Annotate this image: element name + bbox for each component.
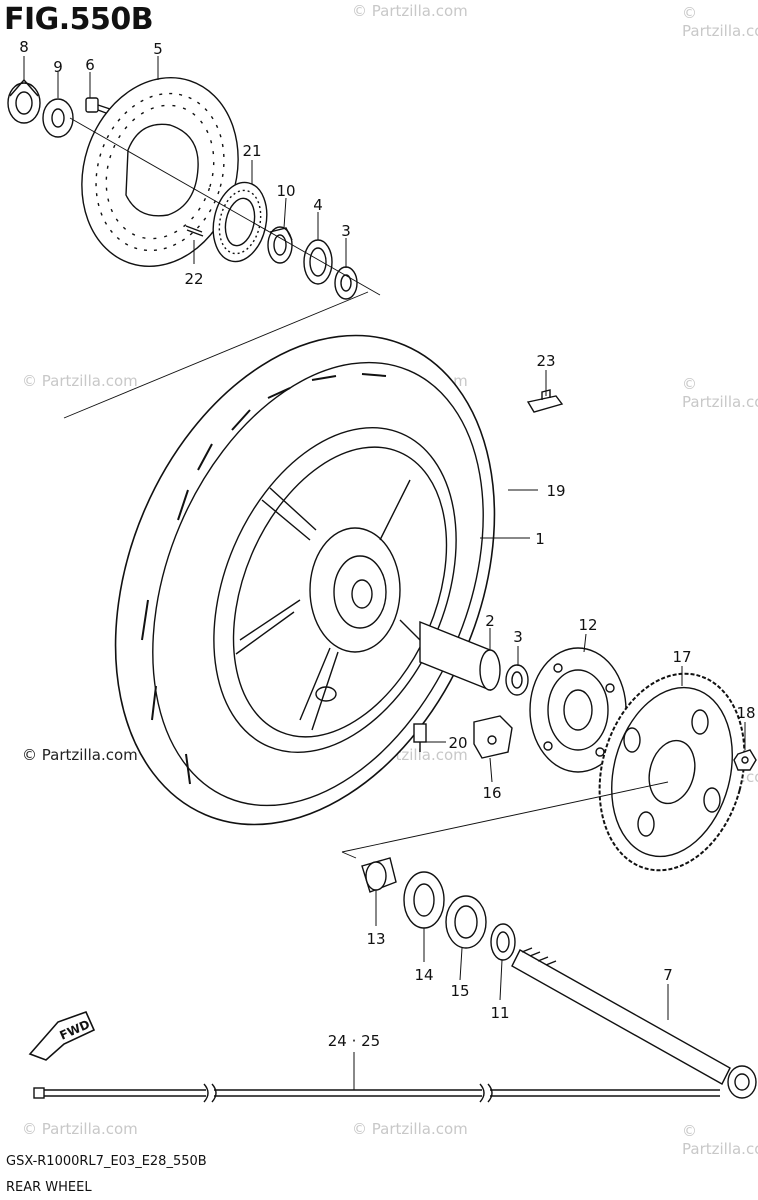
bearing-part-14 — [403, 871, 445, 929]
part-label-6: 6 — [85, 56, 95, 74]
diagram-title: REAR WHEEL — [6, 1180, 92, 1195]
part-label-22: 22 — [184, 270, 203, 288]
part-label-11: 11 — [490, 1004, 509, 1022]
nut-part-8 — [7, 78, 41, 124]
part-label-7: 7 — [663, 966, 673, 984]
watermark: © Partzilla.com — [22, 1120, 138, 1138]
part-label-12: 12 — [578, 616, 597, 634]
watermark: © Partzilla.com — [22, 372, 138, 390]
seal-part-3b — [505, 664, 529, 696]
watermark: © Partzilla.com — [352, 2, 468, 20]
watermark: © Partzilla.com — [682, 375, 758, 411]
part-label-15: 15 — [450, 982, 469, 1000]
leader-lines — [23, 56, 746, 1090]
watermark: © Partzilla.com — [682, 4, 758, 40]
part-label-24-25: 24 · 25 — [328, 1032, 380, 1050]
collar-part-11 — [490, 923, 516, 961]
seal-part-15 — [445, 895, 487, 949]
watermark: © Partzilla.com — [352, 1120, 468, 1138]
spacer-part-13 — [361, 857, 397, 893]
bolt-part-22 — [185, 225, 204, 237]
part-label-13: 13 — [366, 930, 385, 948]
forward-direction-arrow: FWD — [28, 1010, 96, 1061]
rear-axle-part-7 — [511, 947, 757, 1099]
part-label-9: 9 — [53, 58, 63, 76]
sprocket-carrier-part-12 — [529, 647, 627, 773]
part-label-2: 2 — [485, 612, 495, 630]
part-label-3: 3 — [341, 222, 351, 240]
part-label-17: 17 — [672, 648, 691, 666]
part-label-3b: 3 — [513, 628, 523, 646]
bearing-part-4 — [303, 239, 333, 285]
figure-title: FIG.550B — [4, 2, 154, 37]
washer-part-9 — [42, 98, 74, 138]
part-label-10: 10 — [276, 182, 295, 200]
spacer-part-10 — [267, 226, 293, 264]
balance-weight-part-23 — [526, 389, 564, 413]
rear-sprocket-part-17 — [598, 672, 746, 872]
part-label-14: 14 — [414, 966, 433, 984]
nut-part-18 — [733, 749, 757, 771]
part-label-19: 19 — [546, 482, 565, 500]
part-label-4: 4 — [313, 196, 323, 214]
wheel-rim-part-1 — [213, 427, 457, 753]
spacer-part-2 — [419, 620, 501, 692]
watermark: © Partzilla.com — [22, 746, 138, 764]
damper-part-16 — [473, 715, 513, 759]
seal-part-3 — [334, 266, 358, 300]
cable-part-24-25 — [33, 1083, 720, 1103]
model-code: GSX-R1000RL7_E03_E28_550B — [6, 1154, 207, 1169]
part-label-5: 5 — [153, 40, 163, 58]
part-label-21: 21 — [242, 142, 261, 160]
part-label-8: 8 — [19, 38, 29, 56]
watermark: © Partzilla.com — [682, 1122, 758, 1158]
valve-part-20 — [413, 723, 427, 752]
part-label-20: 20 — [448, 734, 467, 752]
part-label-18: 18 — [736, 704, 755, 722]
part-label-16: 16 — [482, 784, 501, 802]
bolt-part-6 — [85, 97, 117, 117]
part-label-23: 23 — [536, 352, 555, 370]
part-label-1: 1 — [535, 530, 545, 548]
